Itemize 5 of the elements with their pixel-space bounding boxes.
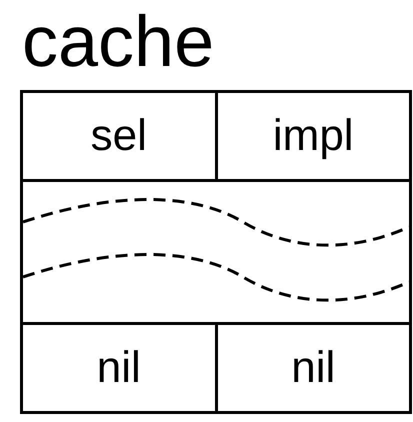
title: cache [22,2,214,82]
table-cell: nil [216,324,410,412]
table-cell: sel [22,92,216,180]
table-cell: nil [22,324,216,412]
table-cell: impl [216,92,410,180]
